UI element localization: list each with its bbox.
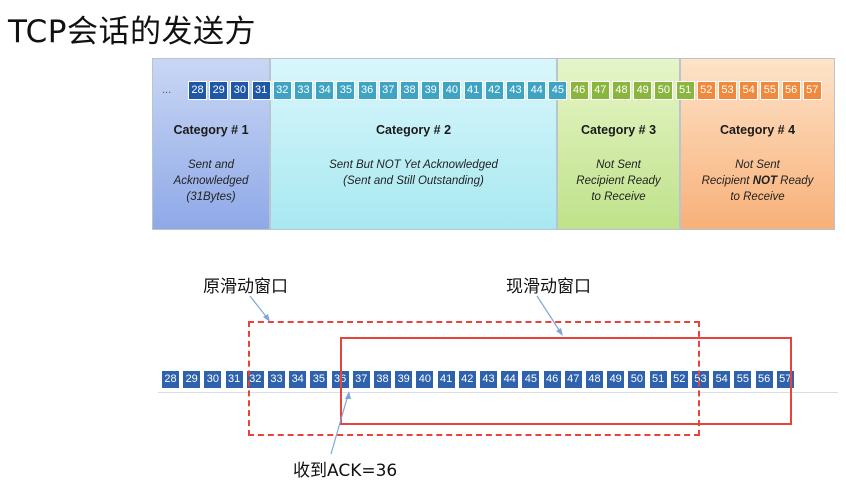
top-byte-cell: 43 (506, 81, 525, 100)
top-byte-cell: 42 (484, 81, 504, 100)
category-3-description: Not Sent Recipient Ready to Receive (558, 157, 679, 205)
bottom-byte-cell: 41 (436, 370, 456, 389)
not-emphasis: NOT (752, 175, 777, 187)
category-2-title: Category # 2 (375, 123, 452, 137)
top-byte-cell: 53 (718, 81, 737, 100)
bottom-byte-cell: 48 (585, 370, 604, 389)
category-1-line: Sent and (187, 159, 235, 171)
bottom-byte-cell: 47 (563, 370, 583, 389)
top-byte-cell: 51 (675, 81, 695, 100)
bottom-byte-cell: 55 (733, 370, 753, 389)
ack-arrowhead (345, 391, 351, 399)
bottom-byte-cell: 35 (309, 370, 329, 389)
category-3-title: Category # 3 (580, 123, 657, 137)
byte-baseline (158, 392, 838, 393)
bottom-byte-cell: 30 (203, 370, 223, 389)
top-byte-cell: 31 (251, 81, 271, 100)
top-byte-cell: 44 (527, 81, 547, 100)
ack-label: 收到ACK=36 (293, 461, 398, 481)
bottom-byte-cell: 39 (394, 370, 414, 389)
top-byte-cell: 50 (654, 81, 674, 100)
top-byte-cell: 54 (739, 81, 759, 100)
bottom-byte-cell: 51 (648, 370, 668, 389)
top-byte-cell: 35 (336, 81, 356, 100)
bottom-byte-cell: 44 (500, 370, 520, 389)
ack-arrow (330, 394, 349, 455)
bottom-byte-cell: 33 (267, 370, 286, 389)
top-byte-cell: 40 (442, 81, 462, 100)
new-window-label: 现滑动窗口 (506, 277, 591, 297)
ellipsis-left: ... (162, 84, 172, 96)
category-4-line: Not Sent (735, 159, 780, 171)
old-sliding-window (248, 321, 700, 436)
category-3-line: to Receive (591, 191, 646, 203)
top-byte-cell: 28 (188, 81, 207, 100)
top-byte-cell: 56 (781, 81, 801, 100)
category-1-title: Category # 1 (173, 123, 249, 137)
category-1-line: (31Bytes) (186, 191, 236, 203)
old-window-arrow (249, 295, 269, 320)
top-byte-cell: 38 (400, 81, 419, 100)
old-window-arrowhead (263, 314, 270, 322)
top-byte-cell: 41 (463, 81, 483, 100)
top-byte-cell: 34 (315, 81, 335, 100)
top-byte-cell: 46 (569, 81, 589, 100)
top-byte-cell: 57 (802, 81, 822, 100)
bottom-byte-cell: 49 (606, 370, 626, 389)
bottom-byte-cell: 53 (691, 370, 710, 389)
top-byte-cell: 32 (272, 81, 292, 100)
top-byte-cell: 49 (633, 81, 653, 100)
top-byte-cell: 55 (760, 81, 780, 100)
category-4-title: Category # 4 (719, 123, 796, 137)
page-title: TCP会话的发送方 (8, 14, 256, 50)
bottom-byte-cell: 42 (457, 370, 477, 389)
top-byte-cell: 29 (209, 81, 229, 100)
bottom-byte-cell: 56 (754, 370, 774, 389)
category-1-line: Acknowledged (173, 175, 249, 187)
bottom-byte-cell: 40 (415, 370, 435, 389)
bottom-byte-cell: 45 (521, 370, 541, 389)
bottom-byte-cell: 32 (245, 370, 265, 389)
top-byte-cell: 52 (696, 81, 716, 100)
category-2-line: (Sent and Still Outstanding) (343, 175, 484, 187)
bottom-byte-cell: 43 (479, 370, 498, 389)
top-byte-cell: 48 (612, 81, 631, 100)
bottom-byte-cell: 34 (288, 370, 308, 389)
category-2-description: Sent But NOT Yet Acknowledged (Sent and … (271, 157, 556, 189)
top-byte-cell: 37 (378, 81, 398, 100)
top-byte-cell: 33 (294, 81, 313, 100)
top-byte-cell: 36 (357, 81, 377, 100)
category-2-line: Sent But NOT Yet Acknowledged (329, 159, 498, 171)
top-byte-cell: 45 (548, 81, 568, 100)
bottom-byte-cell: 28 (161, 370, 180, 389)
top-byte-cell: 47 (590, 81, 610, 100)
new-sliding-window (340, 337, 792, 425)
category-1-description: Sent and Acknowledged (31Bytes) (153, 157, 269, 205)
category-4-line: to Receive (730, 191, 785, 203)
bottom-byte-cell: 31 (224, 370, 244, 389)
bottom-byte-cell: 37 (351, 370, 371, 389)
new-window-arrow (536, 295, 562, 334)
bottom-byte-cell: 46 (542, 370, 562, 389)
old-window-label: 原滑动窗口 (203, 277, 288, 297)
category-3-line: Not Sent (596, 159, 641, 171)
bottom-byte-cell: 38 (373, 370, 392, 389)
bottom-byte-cell: 50 (627, 370, 647, 389)
bottom-byte-cell: 54 (712, 370, 732, 389)
category-4-description: Not Sent Recipient NOT Ready to Receive (681, 157, 834, 205)
new-window-arrowhead (556, 328, 563, 336)
category-3-line: Recipient Ready (576, 175, 661, 187)
category-4-line: Recipient NOT Ready (701, 175, 814, 187)
bottom-byte-cell: 29 (182, 370, 202, 389)
bottom-byte-cell: 52 (669, 370, 689, 389)
top-byte-cell: 39 (421, 81, 441, 100)
top-byte-cell: 30 (230, 81, 250, 100)
